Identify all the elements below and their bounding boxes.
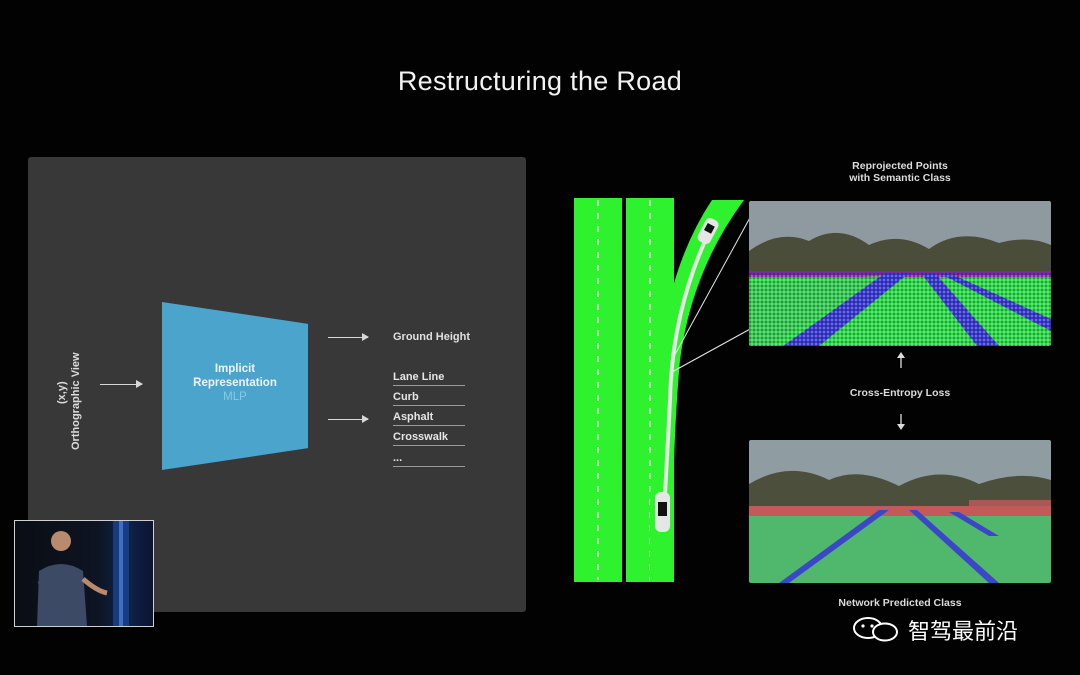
- cross-entropy-loss-label: Cross-Entropy Loss: [849, 387, 951, 399]
- top-caption-line1: Reprojected Points: [852, 160, 948, 172]
- input-arrow: [100, 380, 143, 388]
- network-predicted-caption: Network Predicted Class: [838, 597, 962, 609]
- class-item-curb: Curb: [393, 391, 465, 406]
- reprojected-points-image: [749, 201, 1051, 346]
- top-image-caption: Reprojected Points with Semantic Class: [800, 160, 1000, 184]
- top-caption-line2: with Semantic Class: [849, 172, 951, 184]
- class-item-ellipsis: ...: [393, 452, 465, 467]
- class-item-lane-line: Lane Line: [393, 371, 465, 386]
- class-item-crosswalk: Crosswalk: [393, 431, 465, 446]
- reprojected-scene: [749, 201, 1051, 346]
- predicted-scene: [749, 440, 1051, 583]
- class-arrow: [328, 415, 369, 423]
- watermark-text: 智驾最前沿: [908, 620, 1019, 645]
- network-predicted-image: [749, 440, 1051, 583]
- class-item-asphalt: Asphalt: [393, 411, 465, 426]
- presenter-figure: [37, 521, 129, 626]
- ground-height-label: Ground Height: [393, 331, 470, 343]
- loss-arrows: [897, 352, 905, 430]
- chat-bubble-icon: [853, 617, 898, 642]
- slide-title: Restructuring the Road: [397, 66, 683, 96]
- mlp-box: [162, 302, 308, 470]
- mlp-label-line1: Implicit: [214, 363, 256, 375]
- mlp-label-line3: MLP: [223, 391, 247, 403]
- presenter-webcam: [14, 520, 154, 627]
- watermark: 智驾最前沿: [852, 613, 1052, 645]
- mlp-label-line2: Representation: [193, 377, 277, 389]
- height-arrow: [328, 333, 369, 341]
- mlp-box-label: Implicit Representation MLP: [165, 362, 305, 404]
- road-overhead-view: [574, 198, 744, 582]
